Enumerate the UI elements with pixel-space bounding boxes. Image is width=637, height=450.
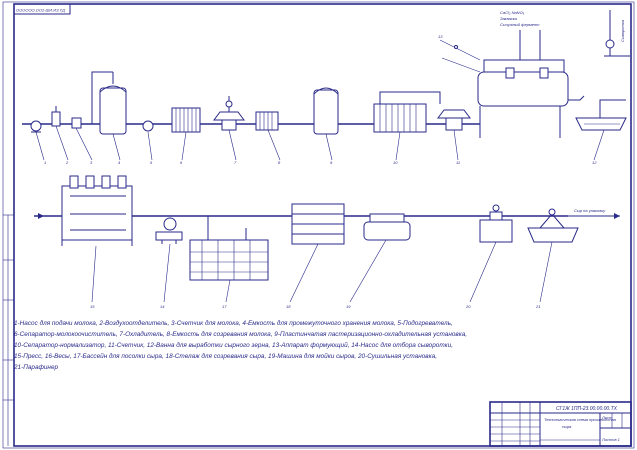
callout-17: 17 (222, 304, 227, 309)
callout-2: 2 (65, 160, 69, 165)
pasteurizer-9 (373, 91, 441, 133)
milk-meter-3 (71, 117, 82, 129)
output-label: Сыр на упаковку (574, 208, 606, 213)
inner-frame (13, 3, 632, 447)
callout-8: 8 (278, 160, 281, 165)
callout-5: 5 (150, 160, 153, 165)
pump-5 (142, 120, 154, 132)
salting-pool-17 (189, 216, 269, 281)
callouts-row2 (91, 239, 553, 303)
legend-line: 10-Сепаратор-нормализатор, 11-Счетчик, 1… (14, 342, 453, 349)
legend-line: 1-Насос для подачи молока, 2-Воздухоотде… (14, 320, 453, 327)
callout-12: 12 (592, 160, 597, 165)
callout-6: 6 (180, 160, 183, 165)
callout-4: 4 (118, 160, 121, 165)
separator-7 (213, 96, 245, 131)
press-15 (61, 175, 133, 246)
label-whey: Сыворотка (620, 19, 625, 42)
stamp-title: Технологическая схема производства (544, 417, 617, 422)
stamp-designation: СГ1Ж 1ПП-23.00.00.00.ТХ (556, 406, 618, 412)
callout-13: 13 (438, 34, 443, 39)
legend-line: 6-Сепаратор-молокоочиститель, 7-Охладите… (14, 331, 468, 338)
callout-20: 20 (465, 304, 471, 309)
whey-pump (604, 10, 630, 57)
callout-11: 11 (456, 160, 460, 165)
callout-3: 3 (90, 160, 93, 165)
callout-1: 1 (44, 160, 46, 165)
callout-16: 14 (160, 304, 165, 309)
stamp-sheet: Лист (601, 415, 613, 420)
callout-7: 7 (234, 160, 237, 165)
callout-21: 21 (535, 304, 540, 309)
cheese-vat-12 (477, 30, 569, 138)
callout-9: 9 (330, 160, 333, 165)
ripening-rack-18 (291, 203, 345, 245)
paraffiner-21 (527, 208, 579, 243)
callout-18: 18 (286, 304, 291, 309)
callout-10: 10 (393, 160, 398, 165)
label-mix: СаCl₂ NaNO₃ (500, 10, 525, 15)
stamp-sheets: Листов 1 (601, 437, 620, 442)
frame-code: ОООООО.ОО2-ШИ.ИЗ.ТД (16, 8, 65, 13)
stamp-subtitle: сыра (562, 424, 572, 429)
frame-code-box (13, 3, 71, 15)
cooler-8 (255, 111, 279, 131)
drying-unit-20 (479, 204, 513, 243)
callouts-row1 (35, 125, 605, 161)
title-block (489, 401, 632, 447)
plate-heater-6 (171, 107, 201, 133)
callout-19: 19 (346, 304, 351, 309)
forming-apparatus (568, 95, 627, 131)
storage-tank-4 (91, 71, 127, 135)
washing-machine-19 (363, 213, 411, 241)
legend-line: 15-Пресс, 16-Весы, 17-Бассейн для посолк… (14, 353, 437, 360)
label-bacteria: Закваска (500, 16, 518, 21)
equipment-legend: 1-Насос для подачи молока, 2-Воздухоотде… (14, 318, 604, 373)
air-separator-2 (51, 106, 61, 127)
separator-normalizer-10 (437, 109, 471, 131)
legend-line: 21-Парафинер (14, 364, 59, 371)
label-enzyme: Сычужный фермент (500, 22, 540, 27)
scales-16 (155, 217, 183, 244)
pump-1 (30, 120, 42, 133)
ripening-tank (313, 87, 339, 135)
callout-15: 15 (90, 304, 95, 309)
